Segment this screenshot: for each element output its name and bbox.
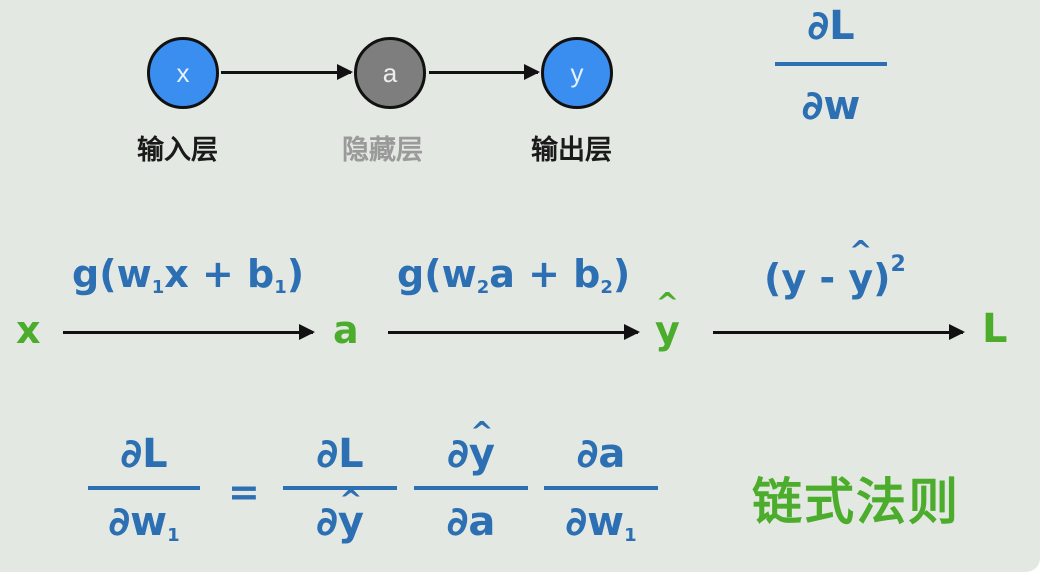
rhs3-numerator: ∂a bbox=[576, 431, 626, 477]
arrow-yhat-to-L bbox=[713, 324, 965, 340]
rhs2-num-text: ∂ bbox=[447, 431, 469, 477]
rhs2-denominator: ∂a bbox=[446, 499, 496, 545]
input-node: x bbox=[147, 37, 219, 109]
output-node: y bbox=[541, 37, 613, 109]
goal-numerator: ∂L bbox=[807, 3, 855, 49]
edge2-sub: 2 bbox=[476, 277, 490, 298]
chain-node-yhat: y bbox=[655, 308, 680, 352]
lhs-numerator: ∂L bbox=[120, 431, 168, 477]
rhs3-den-text: ∂w bbox=[565, 499, 625, 545]
chain-node-a: a bbox=[333, 308, 359, 352]
edge-label-2: g(w2a + b2) bbox=[397, 252, 630, 298]
chain-rule-title: 链式法则 bbox=[752, 473, 960, 531]
fraction-bar bbox=[414, 486, 528, 490]
rhs1-numerator: ∂L bbox=[316, 431, 364, 477]
edge1-rest: x + b bbox=[164, 252, 275, 296]
hidden-node: a bbox=[354, 37, 426, 109]
edge2-func: g(w bbox=[397, 252, 477, 296]
hidden-node-symbol: a bbox=[382, 57, 398, 88]
hidden-layer-label: 隐藏层 bbox=[342, 135, 423, 166]
lhs-den-sub: 1 bbox=[167, 525, 180, 546]
input-layer-label: 输入层 bbox=[137, 135, 218, 166]
edge3-close: ) bbox=[873, 256, 891, 300]
goal-denominator: ∂w bbox=[801, 83, 861, 129]
edge3-power: 2 bbox=[890, 252, 906, 277]
fraction-bar bbox=[88, 486, 200, 490]
lhs-denominator: ∂w1 bbox=[88, 496, 200, 562]
edge1-close: ) bbox=[286, 252, 305, 296]
output-node-symbol: y bbox=[570, 57, 584, 88]
rhs-fraction-1: ∂L ∂y bbox=[283, 428, 397, 548]
rhs-fraction-3: ∂a ∂w1 bbox=[544, 428, 658, 562]
rhs1-denominator: ∂y bbox=[283, 496, 397, 548]
rhs1-den-text: ∂ bbox=[316, 499, 338, 545]
output-layer-label: 输出层 bbox=[531, 135, 612, 166]
rhs1-den-hat: y bbox=[338, 496, 364, 548]
fraction-bar bbox=[544, 486, 658, 490]
fraction-bar bbox=[775, 62, 887, 66]
edge2-close: ) bbox=[612, 252, 631, 296]
edge2-rest: a + b bbox=[489, 252, 601, 296]
rhs2-num-hat: y bbox=[469, 428, 495, 480]
rhs2-numerator: ∂y bbox=[414, 428, 528, 480]
input-node-symbol: x bbox=[176, 57, 190, 88]
lhs-den-text: ∂w bbox=[108, 499, 168, 545]
arrow-hidden-to-output bbox=[429, 64, 540, 80]
edge-label-3: (y - y)2 bbox=[764, 252, 906, 300]
rhs-fraction-2: ∂y ∂a bbox=[414, 428, 528, 548]
chain-node-x: x bbox=[16, 308, 41, 352]
equals-sign: = bbox=[228, 470, 260, 514]
arrow-a-to-yhat bbox=[388, 324, 640, 340]
edge1-sub: 1 bbox=[151, 277, 165, 298]
arrow-x-to-a bbox=[63, 324, 315, 340]
edge2-sub2: 2 bbox=[600, 277, 613, 298]
edge-label-1: g(w1x + b1) bbox=[72, 252, 304, 298]
edge3-open: (y - bbox=[764, 256, 849, 300]
edge3-hat: y bbox=[848, 256, 873, 300]
edge1-sub2: 1 bbox=[274, 277, 287, 298]
rhs3-denominator: ∂w1 bbox=[544, 496, 658, 562]
yhat-symbol: y bbox=[655, 308, 680, 352]
arrow-input-to-hidden bbox=[221, 64, 353, 80]
edge1-func: g(w bbox=[72, 252, 152, 296]
lhs-fraction: ∂L ∂w1 bbox=[88, 428, 200, 562]
rhs3-den-sub: 1 bbox=[624, 525, 637, 546]
chain-node-L: L bbox=[982, 306, 1008, 352]
goal-fraction: ∂L ∂w bbox=[775, 0, 887, 132]
